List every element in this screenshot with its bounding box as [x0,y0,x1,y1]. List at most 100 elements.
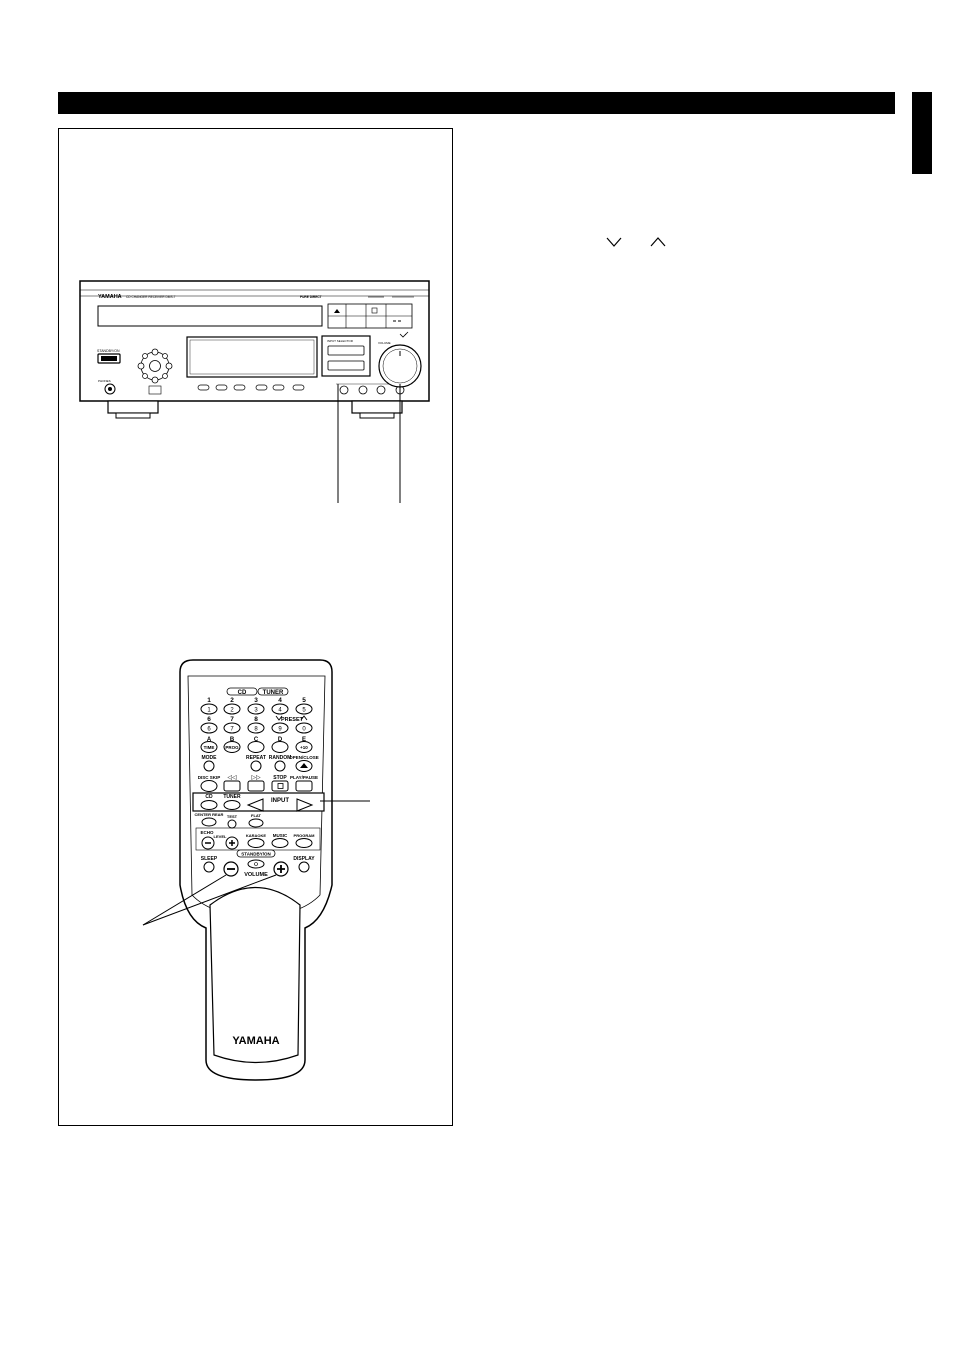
input-row-tuner-label: TUNER [223,794,241,800]
figure-box [58,128,453,1126]
sleep-label: SLEEP [201,856,218,862]
letter-c: C [254,737,259,743]
callout-remote-volume-minus [142,874,227,926]
input-selector-button [327,345,365,356]
random-label: RANDOM [269,755,292,761]
section-header-bar [58,92,895,114]
row1-label-3: 3 [254,697,258,704]
remote-button-1-text: 1 [207,708,211,714]
remote-button-3-text: 3 [254,708,258,714]
row1-label-1: 1 [207,697,211,704]
remote-button-8 [247,722,265,734]
letter-a: A [207,737,212,743]
remote-button-8-text: 8 [254,727,258,733]
remote-top-tuner: TUNER [263,690,284,696]
remote-skip-forward-button [247,780,265,792]
row2-label-8: 8 [254,716,258,723]
remote-display-button [298,861,310,873]
center-rear-label: CENTER REAR [195,812,224,817]
remote-button-0 [295,722,313,734]
receiver-brand: YAMAHA [98,294,122,300]
cd-tray [97,305,323,327]
remote-input-tuner-button [223,800,241,810]
phones-label: PHONES [98,379,111,383]
remote-d-button [271,741,289,753]
receiver-display [186,336,318,378]
disc-skip-label: DISC SKIP [198,775,221,780]
input-row-cd-label: CD [205,794,213,800]
remote-flat-button [248,818,264,828]
remote-button-9-text: 9 [278,727,282,733]
remote-play-pause-button [295,780,313,792]
remote-standby-button [247,859,265,869]
remote-button-2 [223,703,241,715]
remote-program-button [295,838,313,848]
volume-label: VOLUME [378,341,391,345]
remote-random-button [274,760,286,772]
down-chevron-icon [606,237,622,247]
remote-skip-back-button [223,780,241,792]
remote-button-1 [200,703,218,715]
display-label: DISPLAY [293,856,315,862]
receiver-model: CD CHANGER RECEIVER DMS-7 [126,295,176,299]
remote-prog-button [223,741,241,753]
remote-button-5 [295,703,313,715]
remote-button-0-text: 0 [302,727,306,733]
language-side-tab [912,92,932,174]
remote-center-rear-button [201,817,217,827]
stop-label: STOP [273,775,287,781]
open-close-label: OPEN/CLOSE [289,755,319,760]
mode-label: MODE [202,755,218,761]
remote-stop-button [271,780,289,792]
remote-mode-button [203,760,215,772]
up-chevron-icon [650,237,666,247]
remote-c-button [247,741,265,753]
input-right-arrow-icon [296,798,314,812]
remote-button-9 [271,722,289,734]
letter-b: B [230,737,235,743]
receiver-pure-direct-label: PURE DIRECT [300,295,322,299]
remote-button-3 [247,703,265,715]
play-pause-label: PLAY/PAUSE [290,775,318,780]
remote-button-6-text: 6 [207,727,211,733]
remote-test-button [227,819,237,829]
remote-button-4 [271,703,289,715]
echo-label: ECHO [200,830,214,835]
row2-label-6: 6 [207,716,211,723]
remote-music-button [271,838,289,848]
skip-forward-label: ▷▷ [251,775,261,781]
row1-label-4: 4 [278,697,282,704]
remote-time-button [200,741,218,753]
remote-button-7-text: 7 [230,727,234,733]
test-label: TEST [227,814,238,819]
input-left-arrow-icon [246,798,264,812]
level-label: LEVEL [214,834,227,839]
remote-button-6 [200,722,218,734]
karaoke-label: KARAOKE [246,833,267,838]
remote-button-5-text: 5 [302,708,306,714]
volume-label-remote: VOLUME [244,872,268,878]
flat-label: FLAT [251,813,261,818]
row2-label-7: 7 [230,716,234,723]
remote-brand: YAMAHA [232,1035,279,1047]
time-button-text: TIME [204,745,215,750]
row1-label-2: 2 [230,697,234,704]
music-label: MUSIC [273,833,288,838]
remote-top-cd: CD [238,690,247,696]
remote-input-cd-button [200,800,218,810]
remote-disc-skip-button [200,780,218,792]
remote-button-7 [223,722,241,734]
remote-repeat-button [250,760,262,772]
repeat-label: REPEAT [246,755,266,761]
skip-back-label: ◁◁ [227,775,237,781]
prog-button-text: PROG [225,745,239,750]
row1-label-5: 5 [302,697,306,704]
input-selector-label: INPUT SELECTOR [327,339,354,343]
input-row-input-label: INPUT [271,798,289,804]
standby-on-label: STANDBY/ON [241,852,270,857]
standby-label: STANDBY/ON [97,349,120,353]
callout-remote-volume-plus [142,874,277,926]
program-label: PROGRAM [294,833,316,838]
remote-sleep-button [203,861,215,873]
